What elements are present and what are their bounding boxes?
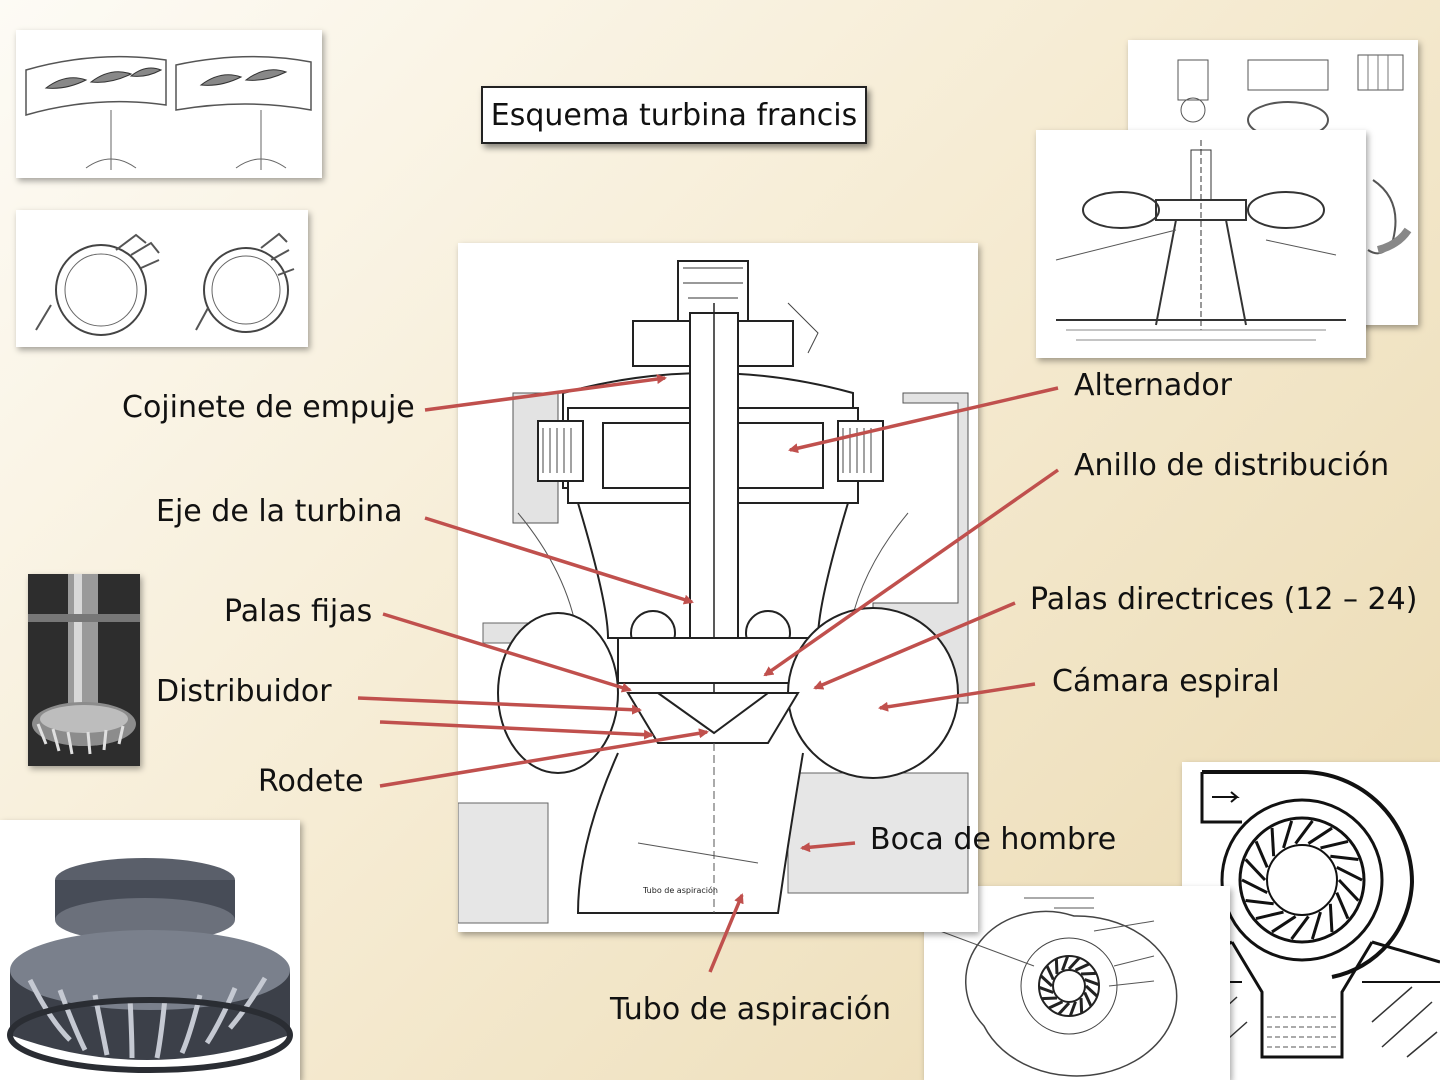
vane-line	[1282, 820, 1294, 849]
page-title: Esquema turbina francis	[481, 86, 867, 144]
guide-vane-sketch-icon	[25, 55, 312, 170]
runner-plan-sketch-icon	[931, 897, 1178, 1077]
vane-line	[1310, 911, 1322, 940]
vane-line	[1270, 827, 1276, 857]
vane-line	[1328, 903, 1334, 933]
vane-line	[1057, 1001, 1071, 1016]
vane-line	[1241, 878, 1268, 894]
vane-line	[1045, 965, 1055, 981]
label-palas-directrices: Palas directrices (12 – 24)	[1030, 582, 1418, 617]
guide-vane-sketch-panel	[16, 30, 322, 178]
label-rodete: Rodete	[258, 764, 364, 799]
label-boca: Boca de hombre	[870, 822, 1117, 857]
wicket-gate-sketch-icon	[35, 232, 295, 336]
vane-line	[1244, 858, 1267, 882]
vane-line	[1084, 978, 1100, 987]
label-cojinete: Cojinete de empuje	[122, 390, 415, 425]
vane-line	[1294, 820, 1314, 845]
label-alternador: Alternador	[1074, 368, 1233, 403]
label-camara: Cámara espiral	[1052, 664, 1280, 699]
vane-line	[1290, 915, 1310, 940]
vane-line	[1336, 866, 1363, 882]
vane-line	[1271, 915, 1297, 934]
vane-line	[1061, 955, 1070, 971]
turbine-shaft-photo-panel	[28, 574, 140, 766]
vane-line	[1337, 878, 1360, 902]
vane-line	[1330, 854, 1359, 862]
vane-line	[1320, 840, 1349, 850]
wicket-gate-sketch-panel	[16, 210, 308, 347]
vane-line	[1080, 971, 1097, 976]
vane-line	[1048, 1000, 1064, 1010]
francis-runner-photo-icon	[0, 820, 300, 1080]
vane-line	[1068, 1001, 1077, 1017]
vane-line	[1074, 962, 1090, 972]
vane-line	[1084, 984, 1099, 998]
label-distribuidor: Distribuidor	[156, 674, 332, 709]
vane-line	[1335, 892, 1350, 920]
label-anillo: Anillo de distribución	[1074, 448, 1390, 483]
draft-tube-caption: Tubo de aspiración	[642, 885, 718, 895]
vane-line	[1067, 956, 1081, 971]
turbine-shaft-photo-icon	[28, 574, 140, 766]
vane-line	[1041, 996, 1058, 1001]
vane-line	[1254, 840, 1269, 868]
label-palas-fijas: Palas fijas	[224, 594, 373, 629]
vane-line	[1038, 985, 1054, 994]
turbine-section-sketch-icon	[1055, 140, 1346, 341]
vane-line	[1083, 991, 1093, 1007]
vane-line	[1054, 958, 1059, 975]
label-eje: Eje de la turbina	[156, 494, 403, 529]
vane-line	[1039, 974, 1054, 988]
vane-line	[1307, 826, 1333, 845]
turbine-section-sketch-panel	[1036, 130, 1366, 358]
vane-line	[1255, 910, 1284, 920]
francis-runner-photo-panel	[0, 820, 300, 1080]
label-tubo: Tubo de aspiración	[610, 992, 892, 1027]
turbine-section-sketch-back-icon	[1177, 54, 1412, 255]
vane-line	[1079, 997, 1084, 1014]
vane-line	[1245, 898, 1274, 906]
